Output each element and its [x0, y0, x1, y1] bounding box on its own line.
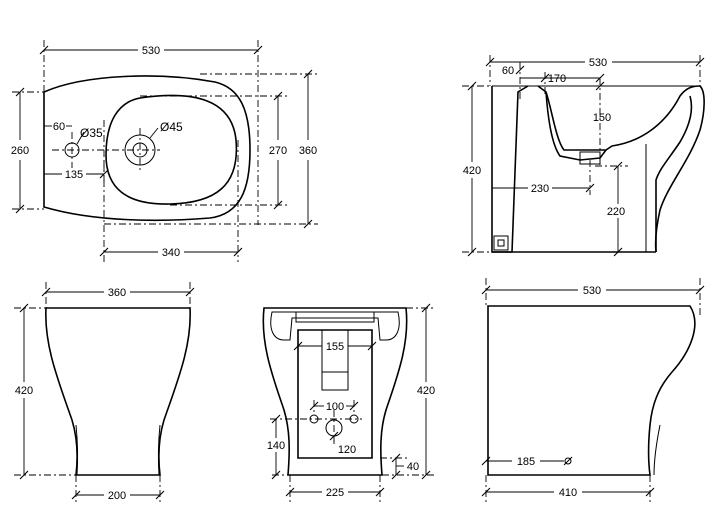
section-back-wall	[491, 85, 529, 253]
dim-front-height: 420	[15, 385, 33, 397]
dim-side-fixing: 185	[517, 456, 535, 468]
dim-section-height: 420	[463, 165, 481, 177]
top-view: 530 260 60 Ø35 Ø45 135 270	[11, 40, 318, 262]
side-section-view: 530 60 170 150 420 230	[462, 55, 705, 257]
rear-view: 155 100 140 120 420 40	[262, 303, 436, 503]
dim-section-inlet: 170	[548, 73, 566, 85]
dim-top-length: 530	[142, 45, 160, 57]
dim-rear-cavity: 155	[326, 341, 344, 353]
front-view: 360 420 200	[14, 282, 195, 505]
dim-front-width: 360	[108, 287, 126, 299]
dim-front-base: 200	[108, 490, 126, 502]
label-tap-hole: Ø35	[80, 126, 103, 140]
dim-section-back: 60	[502, 65, 514, 77]
side-view: 530 185 410	[481, 278, 705, 502]
dim-tap-front: 135	[65, 169, 83, 181]
dim-rear-drain-height: 120	[338, 444, 356, 456]
dim-rear-base-width: 225	[326, 487, 344, 499]
dim-top-width: 360	[299, 145, 317, 157]
top-view-bowl	[105, 94, 238, 205]
dim-bowl-length: 340	[162, 247, 180, 259]
top-view-outline	[43, 75, 251, 222]
section-bowl	[537, 85, 701, 151]
dim-section-depth: 150	[593, 112, 611, 124]
dim-section-length: 530	[589, 57, 607, 69]
dim-rear-base: 40	[407, 461, 419, 473]
label-drain-hole: Ø45	[160, 120, 183, 134]
dim-rim-width: 260	[11, 145, 29, 157]
dim-side-length: 530	[583, 285, 601, 297]
dim-section-outlet: 230	[531, 183, 549, 195]
section-front	[654, 85, 705, 253]
dim-rear-fixing-height: 140	[267, 440, 285, 452]
dim-side-base: 410	[559, 487, 577, 499]
dim-rear-height: 420	[417, 385, 435, 397]
side-view-outline	[487, 305, 696, 476]
dim-rear-fixing: 100	[326, 401, 344, 413]
dim-bowl-width: 270	[269, 145, 287, 157]
dim-tap-edge: 60	[53, 121, 65, 133]
front-view-outline	[45, 307, 191, 476]
dim-section-outlet-height: 220	[607, 206, 625, 218]
